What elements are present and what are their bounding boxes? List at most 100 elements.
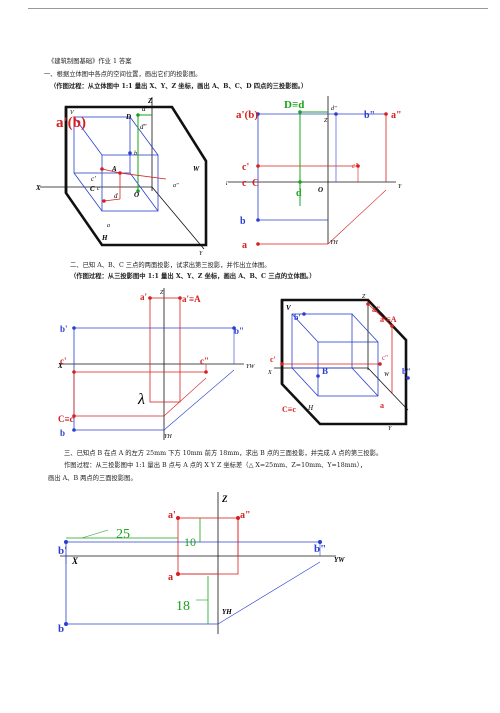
label-c-prime-right: c' <box>242 162 249 173</box>
label-fig2s-Z: Z <box>362 294 366 300</box>
label-fig2-c-pp: c" <box>200 356 209 366</box>
label-fig2-b-prime: b' <box>60 324 68 334</box>
point-d <box>136 189 140 193</box>
label-fig2-Z: Z <box>160 290 164 296</box>
q1-procedure: （作图过程：从立体图中 1:1 量出 X、Y、Z 坐标，画出 A、B、C、D 四… <box>50 83 308 90</box>
label-fig2s-Y: Y <box>388 426 392 432</box>
label-D: D <box>125 113 131 121</box>
label-fig2-b-pp: b" <box>234 326 244 336</box>
label-fig2s-B: B <box>322 366 328 376</box>
fig3-projection: a' Z a" 25 10 b' b" X YW a 18 YH b <box>58 492 345 635</box>
label-ab-right: a'(b) <box>236 109 258 121</box>
label-fig3-dim10: 10 <box>184 535 196 549</box>
label-d-pp: d" <box>140 123 147 131</box>
label-b: b <box>134 151 137 157</box>
label-fig3-a-prime: a' <box>168 510 176 521</box>
label-O-right: O <box>318 186 323 194</box>
fig1-outer-frame <box>64 105 208 247</box>
label-fig2-b: b <box>60 428 65 438</box>
label-C: C <box>90 185 95 193</box>
label-Deqd: D≡d <box>284 99 304 111</box>
label-fig3-YW: YW <box>334 556 345 564</box>
label-a-right: a <box>242 240 247 251</box>
fig1-y-axis <box>151 186 205 250</box>
label-fig3-b: b <box>58 623 64 635</box>
label-fig3-Z: Z <box>221 494 228 504</box>
fig2-solid: V b' Z a" a'≡A c' X B W b" c" C≡c H a Y <box>268 294 411 432</box>
label-fig3-X: X <box>71 556 79 566</box>
label-fig2-aeqA: a'≡A <box>182 294 201 304</box>
label-fig2s-X: X <box>268 370 272 376</box>
label-b-right: b <box>240 216 246 227</box>
label-c-right: c <box>242 178 247 189</box>
q3-statement: 三、已知点 B 在点 A 的左方 25mm 下方 10mm 前方 18mm，求出… <box>64 450 383 457</box>
label-Z-right: Z <box>324 118 328 124</box>
fig1-cube-front <box>101 154 159 212</box>
label-a-pp-right: a" <box>391 110 402 121</box>
label-fig2s-c-prime: c' <box>270 355 276 364</box>
q3-procedure: 作图过程：从三投影图中 1:1 量出 B 点与 A 点的 X Y Z 坐标差（△… <box>64 462 367 469</box>
label-b-pp-right: b" <box>364 110 375 121</box>
label-d-prime: d' <box>142 105 148 113</box>
label-fig2-X: X <box>57 362 63 370</box>
label-Y-right: Y <box>398 184 402 190</box>
label-fig2-a-prime: a' <box>140 292 147 302</box>
label-fig2-YW: YW <box>246 364 255 370</box>
label-fig3-dim18: 18 <box>176 599 190 614</box>
q1-statement: 一、根据立体图中各点的空间位置，画出它们的投影图。 <box>44 71 202 78</box>
label-fig3-dim25: 25 <box>116 527 130 542</box>
point-A <box>118 171 122 175</box>
label-fig2-ceqc: C≡c <box>58 414 74 424</box>
label-d: d <box>114 192 118 200</box>
label-fig2-lambda: λ <box>137 391 145 408</box>
label-Z: Z <box>147 97 153 105</box>
point-c-prime <box>100 167 104 171</box>
label-c: c <box>97 186 100 192</box>
fig1-projection: D≡d a'(b) Z d" b" a" X c' c C d O c" Y b… <box>226 96 402 251</box>
label-fig2s-c-pp: c" <box>382 354 388 362</box>
label-fig2s-aeqA: a'≡A <box>380 315 397 324</box>
label-O: O <box>134 191 139 199</box>
q3-procedure-cont: 画出 A、B 两点的三面投影图。 <box>48 475 137 482</box>
point-a <box>102 199 106 203</box>
header-rule <box>28 8 488 9</box>
q2-procedure: （作图过程：从三投影图中 1:1 量出 X、Y、Z 坐标，画出 A、B、C 三点… <box>70 273 316 280</box>
label-fig3-a-pp: a" <box>240 510 251 521</box>
point-d-prime <box>136 113 140 117</box>
label-a: a <box>107 223 110 229</box>
label-fig2-c-prime: c' <box>60 356 67 366</box>
label-fig2-YH: YH <box>164 434 172 440</box>
label-X-right: X <box>226 181 228 187</box>
label-d-right: d <box>296 188 302 199</box>
label-fig2s-b-prime: b' <box>294 313 301 322</box>
label-c-prime: c' <box>91 175 96 183</box>
label-fig2s-ceqc: C≡c <box>282 405 296 414</box>
label-W: W <box>193 165 200 173</box>
q2-statement: 二、已知 A、B、C 三点的两面投影，试求出第三投影，并作出立体图。 <box>70 262 271 269</box>
label-fig2s-H: H <box>307 404 314 412</box>
label-H: H <box>101 234 108 242</box>
label-fig3-a: a <box>168 572 173 583</box>
label-fig3-b-prime: b' <box>58 545 67 557</box>
label-fig2s-a-pp: a" <box>372 305 380 314</box>
doc-title: 《建筑制图基础》作业 1 答案 <box>48 58 132 65</box>
label-fig2s-W: W <box>384 372 390 378</box>
label-a-pp: a" <box>173 183 179 189</box>
label-V: V <box>70 110 75 116</box>
label-ab: a'(b) <box>56 115 86 131</box>
label-X: X <box>35 184 41 192</box>
label-fig2s-a: a <box>380 401 384 410</box>
fig1-solid: a'(b) V Z X Y D d' d" A d O a" b c' C c … <box>35 97 208 257</box>
label-fig3-YH: YH <box>222 608 232 616</box>
label-fig3-b-pp: b" <box>314 543 326 555</box>
point-b <box>128 151 132 155</box>
label-fig2s-b-pp: b" <box>402 367 411 376</box>
label-fig2s-V: V <box>286 304 292 312</box>
label-Y: Y <box>199 251 203 257</box>
label-c-pp-right: c" <box>352 162 358 170</box>
label-YH-right: YH <box>330 240 338 246</box>
label-A: A <box>111 165 117 173</box>
label-C-right: C <box>252 178 259 189</box>
fig2-projection: a' Z a'≡A b' b" X YW c' c" λ C≡c b YH <box>57 288 255 440</box>
label-d-pp-right: d" <box>331 106 337 112</box>
